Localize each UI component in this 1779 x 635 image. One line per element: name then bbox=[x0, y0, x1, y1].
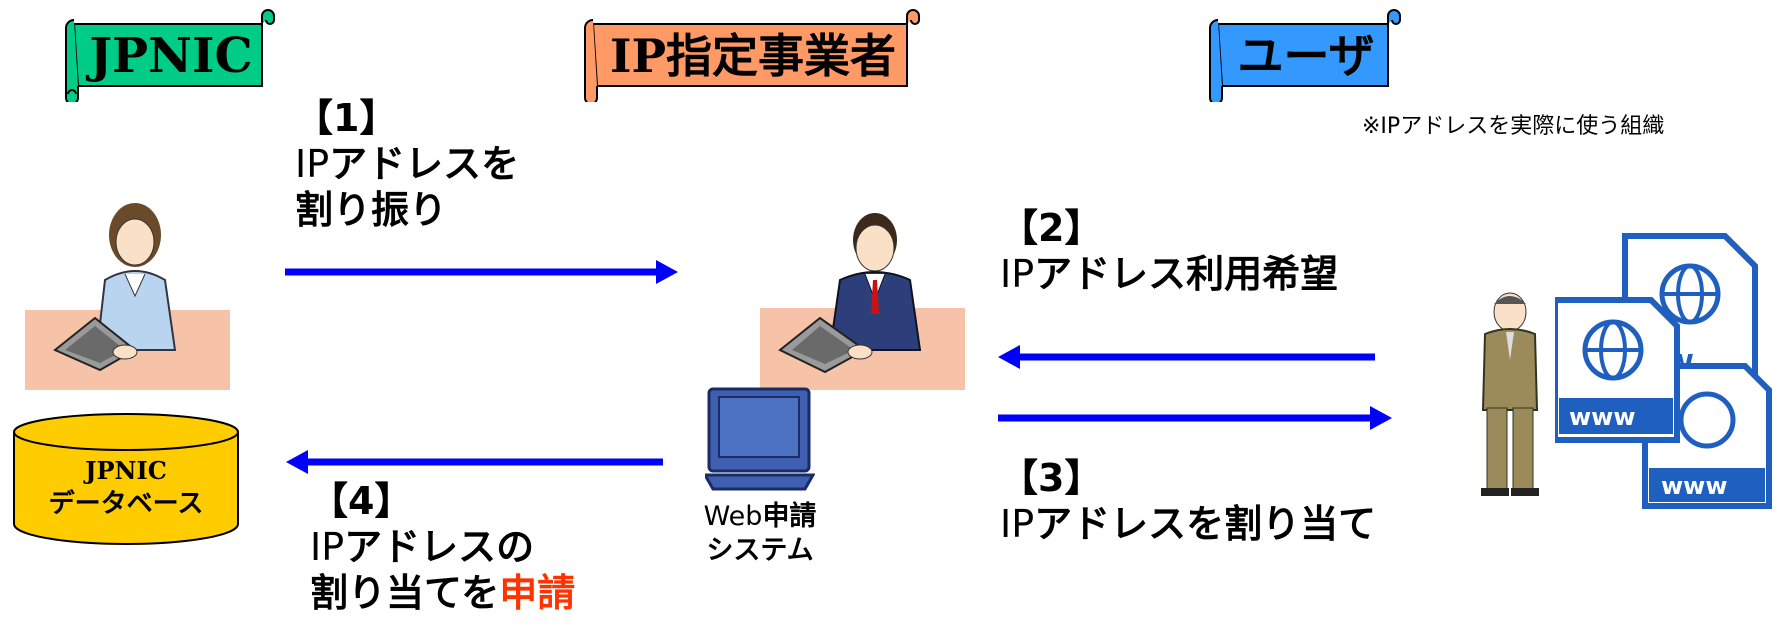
step4-highlight: 申請 bbox=[499, 571, 576, 615]
www-documents-illustration: W www www bbox=[1555, 233, 1772, 509]
step4-line2: 割り当てを bbox=[310, 571, 500, 615]
web-system-label: Web申請 システム bbox=[680, 500, 840, 568]
database-label-line2: データベース bbox=[48, 489, 204, 519]
jpnic-banner: JPNIC bbox=[64, 6, 278, 102]
arrow-step1 bbox=[285, 260, 678, 284]
step2-number: 【2】 bbox=[1000, 206, 1103, 250]
step2-line1: アドレス利用希望 bbox=[1034, 252, 1339, 296]
step3-label: 【3】 IPアドレスを割り当て bbox=[1000, 455, 1376, 547]
step3-number: 【3】 bbox=[1000, 456, 1103, 500]
step1-label: 【1】 IPアドレスを 割り振り bbox=[295, 95, 519, 233]
step4-number: 【4】 bbox=[310, 479, 413, 523]
web-system-suffix: 申請 bbox=[762, 501, 817, 532]
database-cylinder-icon bbox=[13, 413, 239, 545]
scroll-shape bbox=[65, 9, 275, 102]
jpnic-title: JPNIC bbox=[89, 28, 253, 84]
svg-text:www: www bbox=[1661, 472, 1728, 500]
user-title: ユーザ bbox=[1237, 29, 1375, 83]
step4-line1: アドレスの bbox=[344, 525, 535, 569]
step4-label: 【4】 IPアドレスの 割り当てを申請 bbox=[310, 478, 575, 616]
jpnic-staff-illustration bbox=[25, 203, 230, 390]
user-person-illustration bbox=[1481, 292, 1539, 496]
step3-ip: IP bbox=[1000, 502, 1035, 546]
svg-text:www: www bbox=[1569, 403, 1636, 431]
web-system-prefix: Web bbox=[703, 501, 763, 532]
arrow-step2 bbox=[998, 345, 1375, 369]
step2-ip: IP bbox=[1000, 252, 1035, 296]
step3-line1: アドレスを割り当て bbox=[1034, 502, 1377, 546]
lir-title: IP指定事業者 bbox=[609, 29, 897, 83]
arrow-step3 bbox=[998, 406, 1392, 430]
step1-line2: 割り振り bbox=[295, 188, 448, 232]
jpnic-database: JPNIC データベース bbox=[10, 412, 242, 548]
scroll-shape bbox=[1209, 9, 1401, 102]
scroll-shape bbox=[584, 9, 920, 102]
step1-ip: IP bbox=[295, 142, 330, 186]
lir-banner: IP指定事業者 bbox=[583, 6, 923, 102]
database-label-line1: JPNIC bbox=[85, 456, 167, 485]
www-doc-icon: www bbox=[1555, 297, 1680, 443]
lir-staff-illustration bbox=[760, 213, 965, 390]
step2-label: 【2】 IPアドレス利用希望 bbox=[1000, 205, 1338, 297]
step1-number: 【1】 bbox=[295, 96, 398, 140]
user-note: ※IPアドレスを実際に使う組織 bbox=[1362, 114, 1665, 139]
arrow-step4 bbox=[286, 450, 663, 474]
step1-line1: アドレスを bbox=[329, 142, 520, 186]
step4-ip: IP bbox=[310, 525, 345, 569]
computer-icon bbox=[705, 387, 815, 491]
user-banner: ユーザ bbox=[1208, 6, 1404, 102]
web-system-line2: システム bbox=[706, 535, 814, 566]
